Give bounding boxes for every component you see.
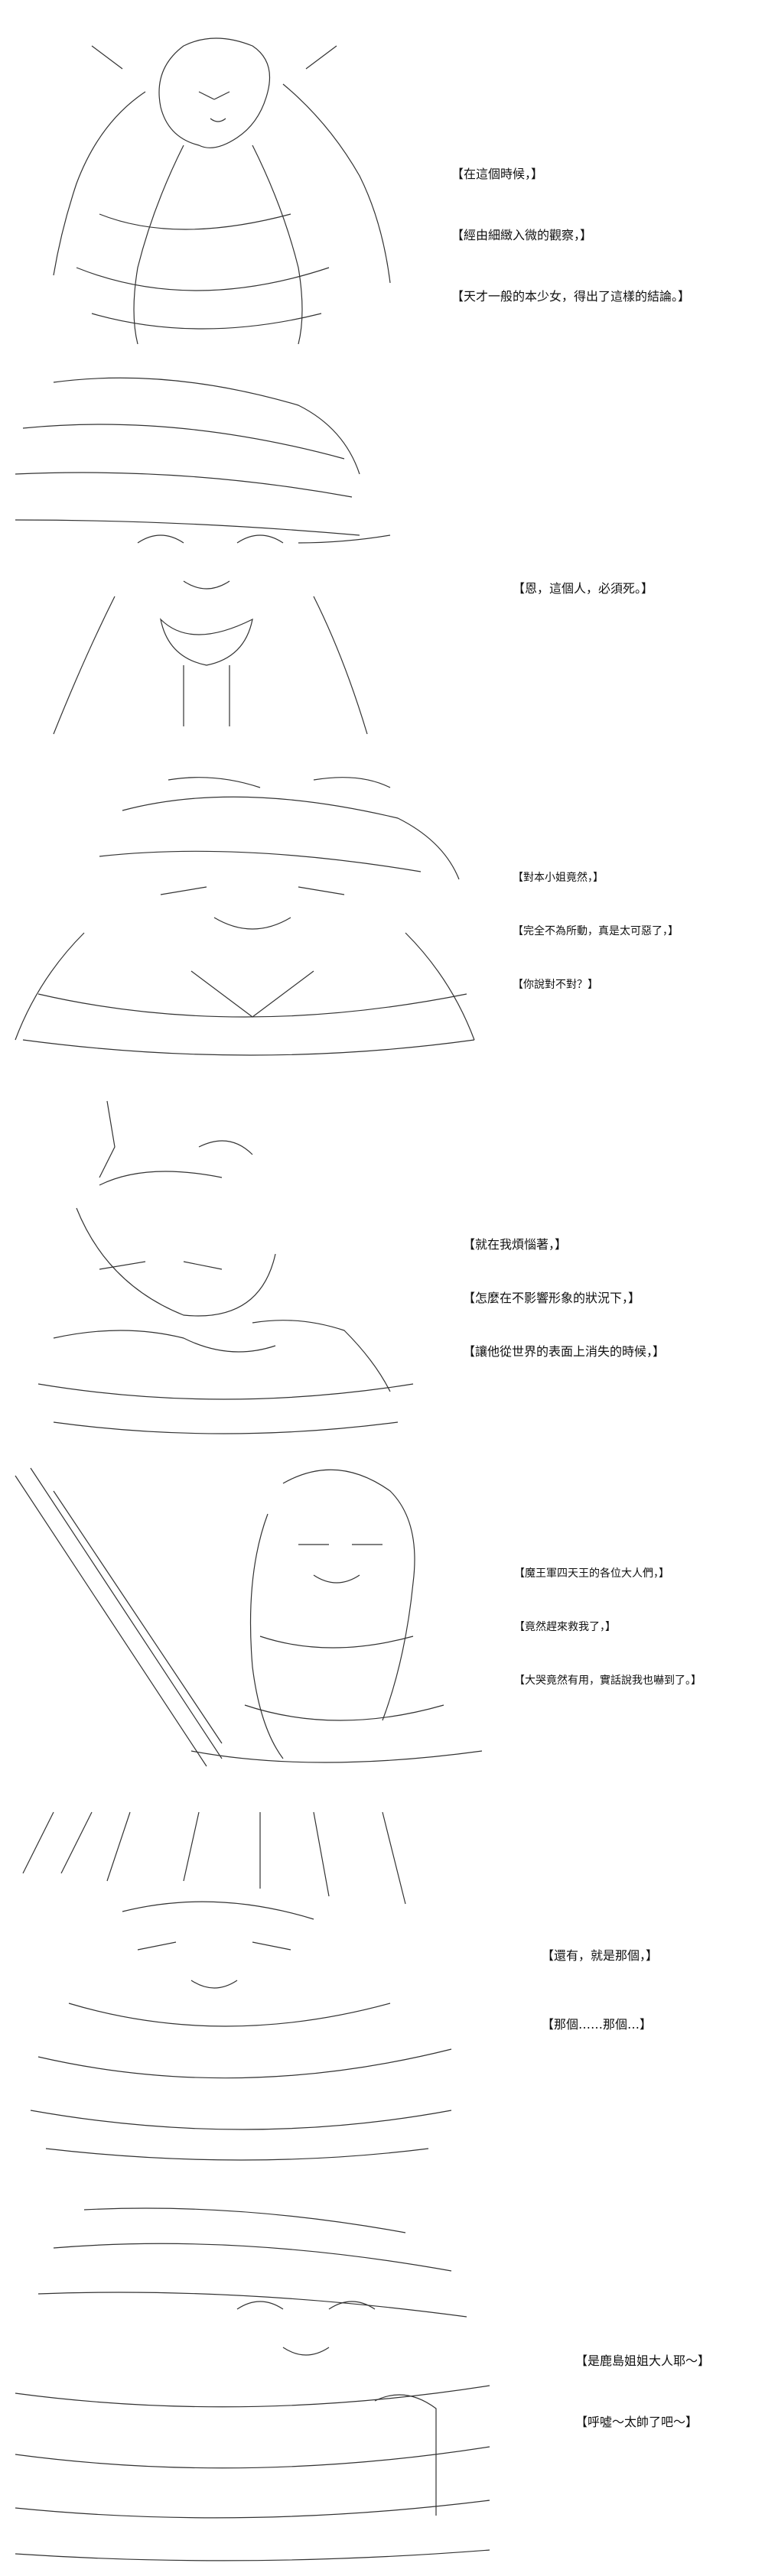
ascii-art-figure — [37, 1100, 414, 1434]
ascii-art-illustration — [31, 23, 428, 359]
caption: 【讓他從世界的表面上消失的時候，】 — [463, 1344, 666, 1359]
caption: 【在這個時候，】 — [451, 167, 544, 181]
panel-1: 【在這個時候，】 【經由細緻入微的觀察，】 【天才一般的本少女，得出了這樣的結論… — [0, 0, 765, 359]
ascii-art-illustration — [8, 367, 436, 749]
caption: 【天才一般的本少女，得出了這樣的結論。】 — [451, 289, 691, 304]
caption: 【那個……那個…】 — [542, 2017, 653, 2032]
ascii-art-illustration — [8, 1804, 467, 2187]
ascii-art-illustration — [8, 765, 482, 1070]
caption: 【恩，這個人，必須死。】 — [513, 581, 654, 596]
caption: 【就在我煩惱著，】 — [463, 1237, 568, 1252]
caption: 【對本小姐竟然，】 — [513, 872, 604, 884]
caption: 【魔王軍四天王的各位大人們，】 — [514, 1567, 669, 1580]
panel-3: 【對本小姐竟然，】 【完全不為所動，真是太可惡了，】 【你說對不對？】 — [0, 757, 765, 1078]
panel-2: 【恩，這個人，必須死。】 — [0, 359, 765, 757]
ascii-art-illustration — [8, 1460, 490, 1782]
caption: 【竟然趕來救我了，】 — [514, 1621, 616, 1633]
ascii-art-figure — [15, 777, 475, 1056]
caption: 【你說對不對？】 — [513, 979, 598, 991]
caption: 【是鹿島姐姐大人耶～】 — [575, 2353, 711, 2368]
caption: 【怎麼在不影響形象的狀況下，】 — [463, 1291, 641, 1305]
caption: 【經由細緻入微的觀察，】 — [451, 228, 593, 242]
caption: 【還有，就是那個，】 — [542, 1948, 659, 1963]
caption: 【呼噓～太帥了吧～】 — [575, 2415, 698, 2429]
ascii-art-figure — [53, 37, 391, 345]
ascii-art-illustration — [8, 1093, 436, 1445]
panel-7: 【是鹿島姐姐大人耶～】 【呼噓～太帥了吧～】 — [0, 2194, 765, 2576]
ascii-art-figure — [15, 2207, 490, 2561]
ascii-art-illustration — [8, 2202, 497, 2569]
panel-6: 【還有，就是那個，】 【那個……那個…】 — [0, 1789, 765, 2194]
caption: 【大哭竟然有用，實話說我也嚇到了。】 — [514, 1675, 702, 1687]
ascii-art-figure — [22, 1811, 452, 2161]
caption: 【完全不為所動，真是太可惡了，】 — [513, 925, 679, 937]
panel-4: 【就在我煩惱著，】 【怎麼在不影響形象的狀況下，】 【讓他從世界的表面上消失的時… — [0, 1078, 765, 1453]
ascii-art-figure — [15, 1467, 483, 1767]
ascii-art-figure — [15, 377, 391, 735]
panel-5: 【魔王軍四天王的各位大人們，】 【竟然趕來救我了，】 【大哭竟然有用，實話說我也… — [0, 1453, 765, 1789]
